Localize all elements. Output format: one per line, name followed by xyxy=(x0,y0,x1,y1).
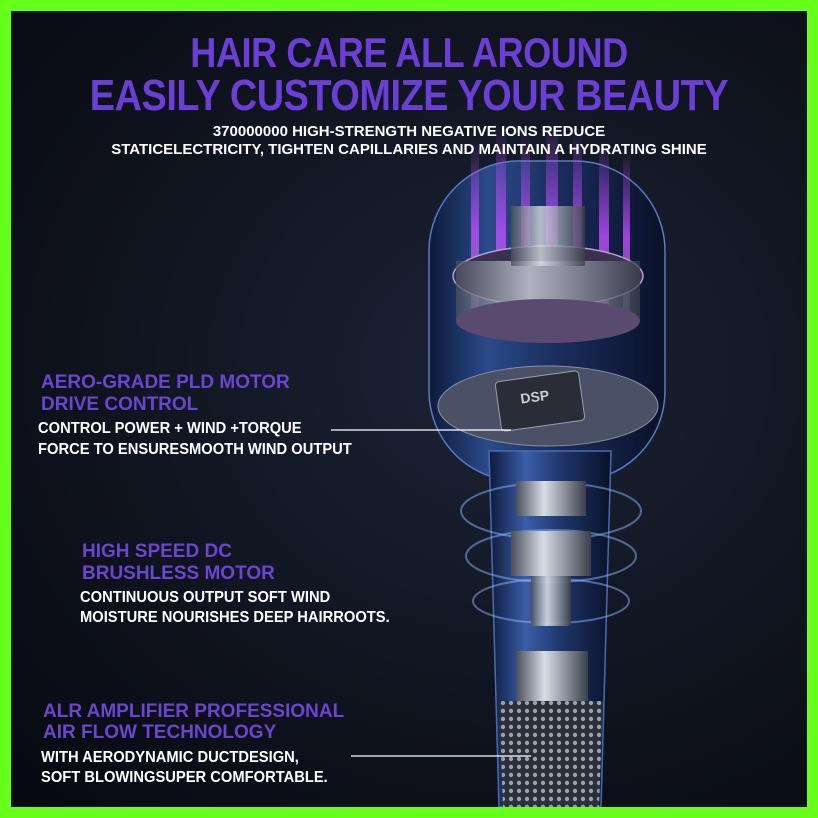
feature-3-desc-line-1: WITH AERODYNAMIC DUCTDESIGN, xyxy=(41,749,299,766)
air-filter-mesh xyxy=(499,701,603,807)
dsp-chip-label: DSP xyxy=(519,387,550,407)
middle-gear xyxy=(511,481,591,626)
feature-2-title-line-2: BRUSHLESS MOTOR xyxy=(82,563,275,584)
feature-3-title-line-2: AIR FLOW TECHNOLOGY xyxy=(43,722,277,743)
feature-3-desc-line-2: SOFT BLOWINGSUPER COMFORTABLE. xyxy=(41,769,328,786)
headline-line-1: HAIR CARE ALL AROUND xyxy=(190,29,628,76)
feature-1-title-line-2: DRIVE CONTROL xyxy=(41,394,199,415)
hair-dryer-illustration: DSP xyxy=(331,121,666,807)
dsp-chip xyxy=(494,370,586,432)
feature-2-desc-line-2: MOISTURE NOURISHES DEEP HAIRROOTS. xyxy=(80,609,390,626)
feature-1-title-line-1: AERO-GRADE PLD MOTOR xyxy=(41,372,290,393)
feature-1-desc-line-1: CONTROL POWER + WIND +TORQUE xyxy=(38,420,302,437)
feature-3-title-line-1: ALR AMPLIFIER PROFESSIONAL xyxy=(43,701,345,722)
headline-line-2: EASILY CUSTOMIZE YOUR BEAUTY xyxy=(89,71,729,120)
feature-1-desc-line-2: FORCE TO ENSURESMOOTH WIND OUTPUT xyxy=(38,441,352,458)
feature-2-desc-line-1: CONTINUOUS OUTPUT SOFT WIND xyxy=(80,589,331,606)
product-canvas: DSP HAIR CARE ALL AROUND EASILY CUSTOMIZ… xyxy=(11,11,807,807)
subtitle-line-2: STATICELECTRICITY, TIGHTEN CAPILLARIES A… xyxy=(111,141,707,158)
subtitle-line-1: 370000000 HIGH-STRENGTH NEGATIVE IONS RE… xyxy=(212,123,606,140)
lower-gear xyxy=(516,651,588,701)
feature-2-title-line-1: HIGH SPEED DC xyxy=(82,541,232,562)
